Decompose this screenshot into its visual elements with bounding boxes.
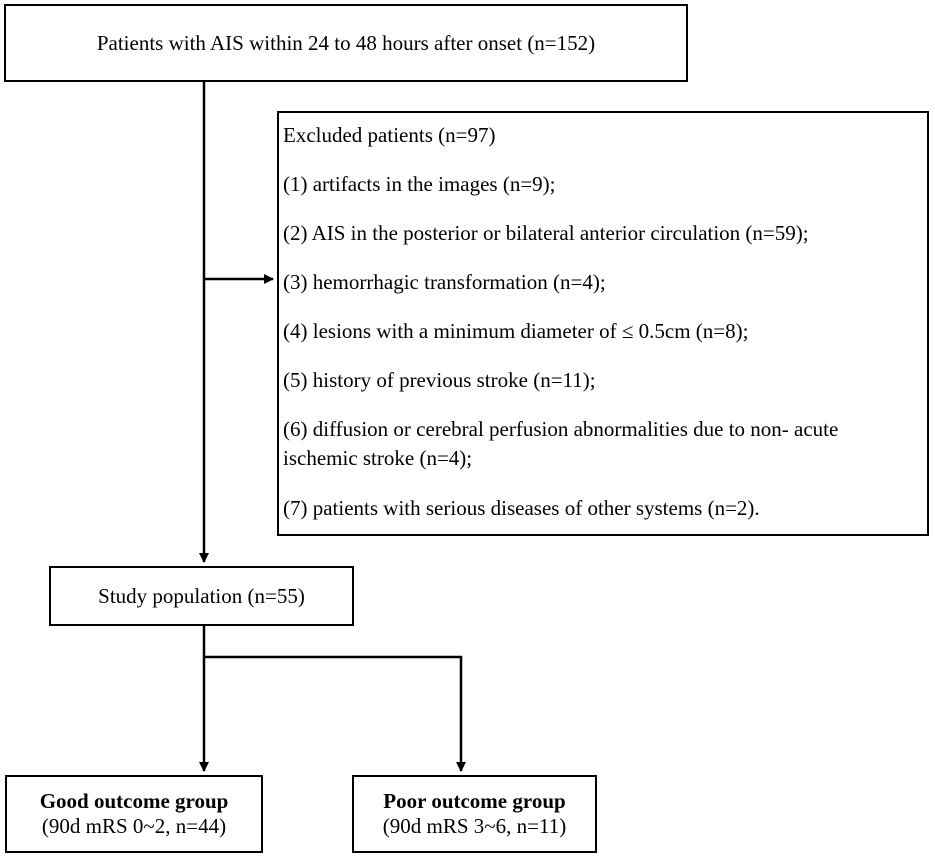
excluded-item-6-line-2: ischemic stroke (n=4); <box>283 446 473 470</box>
excluded-title: Excluded patients (n=97) <box>283 123 496 147</box>
study-population-text: Study population (n=55) <box>98 583 305 608</box>
excluded-item-5: (5) history of previous stroke (n=11); <box>283 368 596 392</box>
study-population-box: Study population (n=55) <box>49 566 354 626</box>
good-outcome-title: Good outcome group <box>39 789 229 813</box>
excluded-item-2: (2) AIS in the posterior or bilateral an… <box>283 221 809 245</box>
excluded-patients-box: Excluded patients (n=97) (1) artifacts i… <box>277 111 929 536</box>
enrollment-box: Patients with AIS within 24 to 48 hours … <box>4 4 688 82</box>
excluded-item-3: (3) hemorrhagic transformation (n=4); <box>283 270 606 294</box>
poor-outcome-box: Poor outcome group (90d mRS 3~6, n=11) <box>352 775 597 853</box>
good-outcome-box: Good outcome group (90d mRS 0~2, n=44) <box>5 775 263 853</box>
excluded-item-4: (4) lesions with a minimum diameter of ≤… <box>283 319 749 343</box>
poor-outcome-title: Poor outcome group <box>383 789 566 813</box>
excluded-item-6-line-1: (6) diffusion or cerebral perfusion abno… <box>283 417 839 441</box>
poor-outcome-detail: (90d mRS 3~6, n=11) <box>382 814 567 838</box>
good-outcome-detail: (90d mRS 0~2, n=44) <box>41 814 227 838</box>
excluded-item-7: (7) patients with serious diseases of ot… <box>283 496 760 520</box>
excluded-item-1: (1) artifacts in the images (n=9); <box>283 172 556 196</box>
connector-study-to-poor <box>204 655 466 772</box>
enrollment-text: Patients with AIS within 24 to 48 hours … <box>96 30 596 55</box>
